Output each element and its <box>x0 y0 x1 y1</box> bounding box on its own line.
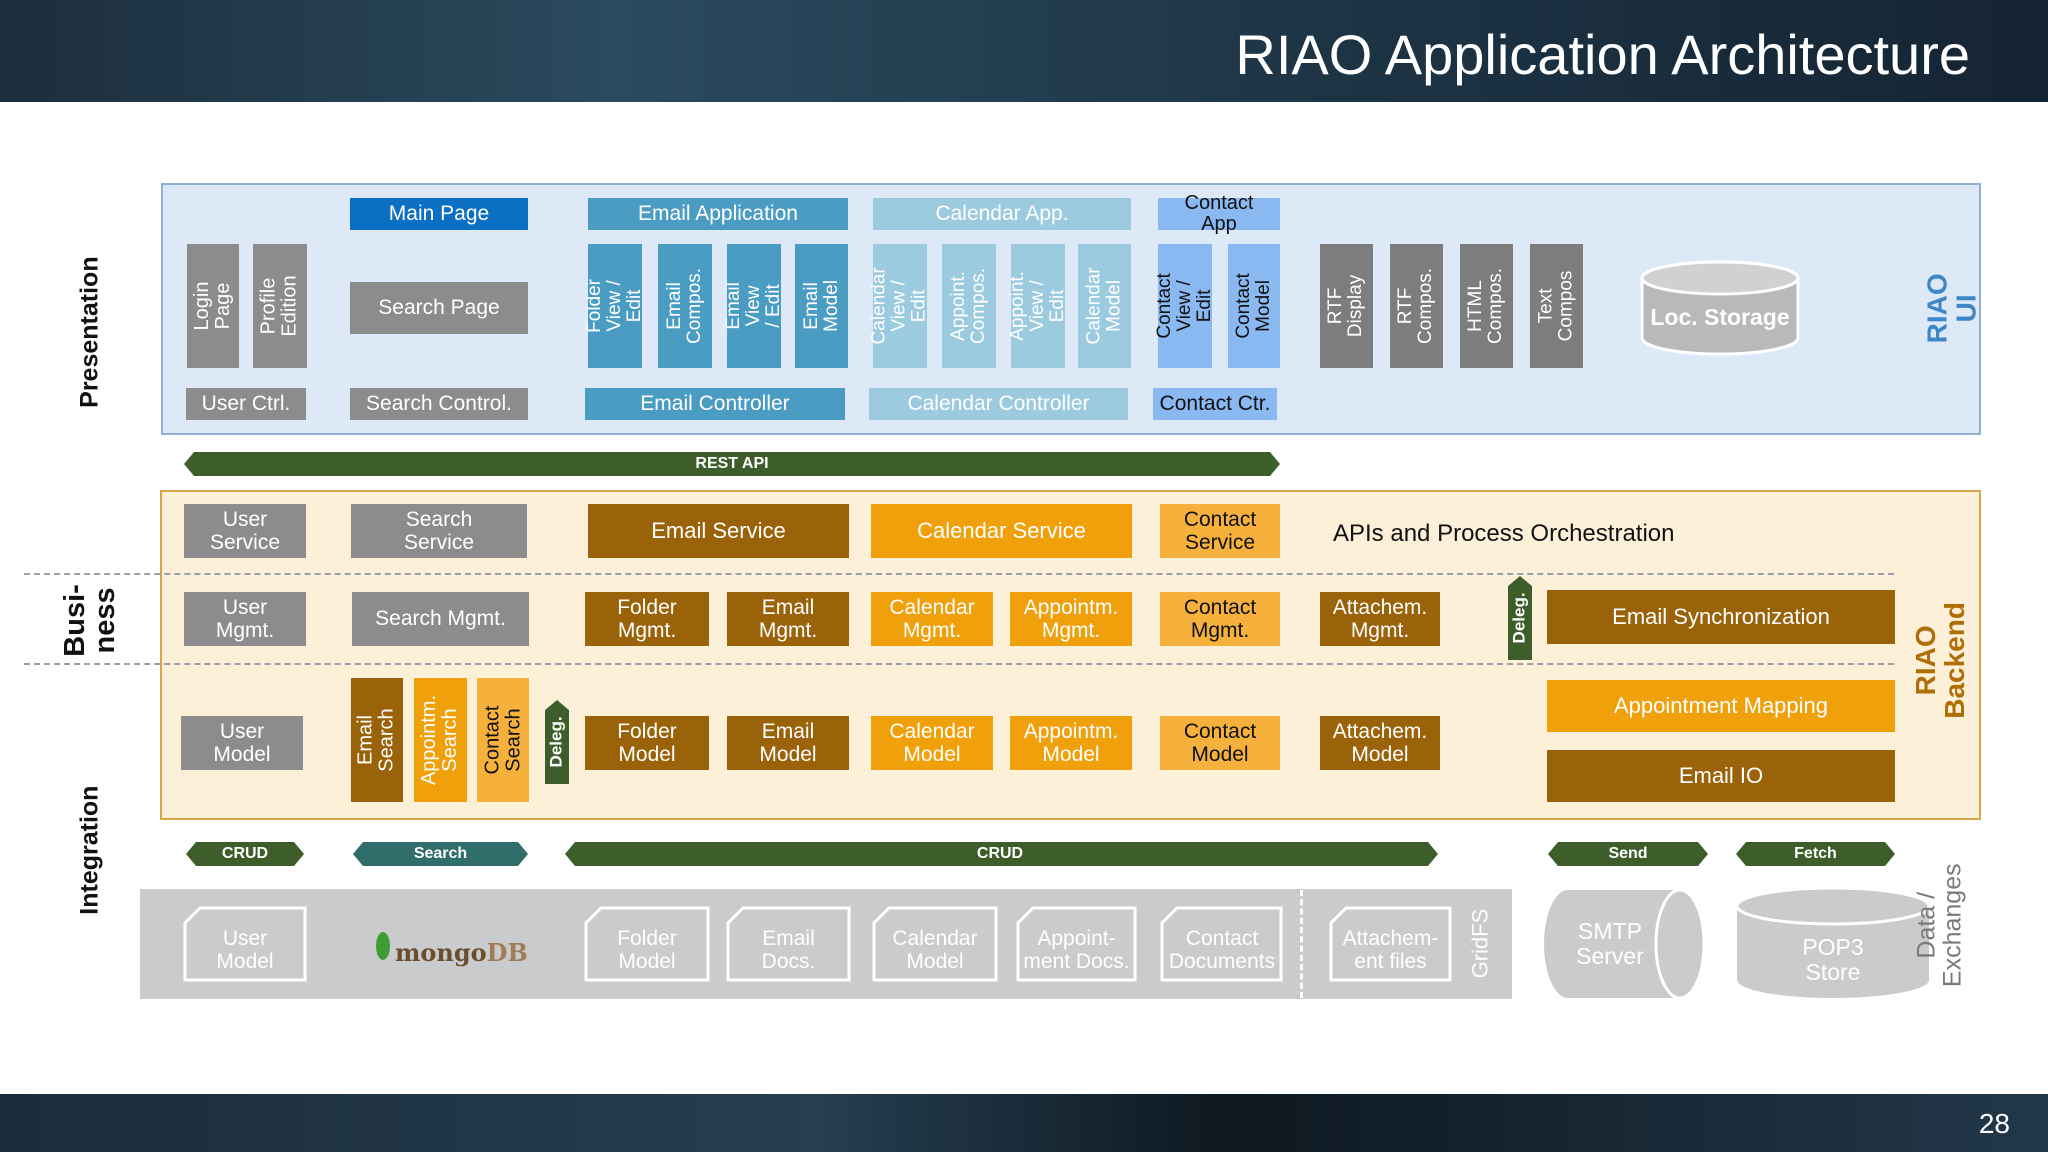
fetch-arrow <box>1736 842 1895 866</box>
appointm-search-box: Appointm. Search <box>414 678 467 802</box>
user-service-box: User Service <box>184 504 306 558</box>
loc-storage-label: Loc. Storage <box>1650 304 1790 331</box>
calendar-app-box: Calendar App. <box>873 198 1131 230</box>
rtf-display-box: RTF Display <box>1320 244 1373 368</box>
calendar-view-edit-box: Calendar View / Edit <box>869 244 930 368</box>
folder-view-edit-box: Folder View / Edit <box>584 244 645 368</box>
search-arrow <box>353 842 528 866</box>
contact-service-box: Contact Service <box>1160 504 1280 558</box>
main-page-box: Main Page <box>350 198 528 230</box>
appoint-compos-box: Appoint. Compos. <box>942 244 996 368</box>
contact-mgmt-box: Contact Mgmt. <box>1160 592 1280 646</box>
appointment-docs-label: Appoint- ment Docs. <box>1023 926 1130 973</box>
apis-orchestration-label: APIs and Process Orchestration <box>1333 520 1675 547</box>
calendar-controller-box: Calendar Controller <box>869 388 1128 420</box>
search-page-box: Search Page <box>350 282 528 334</box>
contact-model-be-box: Contact Model <box>1160 716 1280 770</box>
attachem-model-box: Attachem. Model <box>1320 716 1440 770</box>
folder-mgmt-box: Folder Mgmt. <box>585 592 709 646</box>
mongodb-logo: mongoDB <box>395 938 528 967</box>
business-bottom-divider <box>24 663 1894 665</box>
email-io-box: Email IO <box>1547 750 1895 802</box>
appoint-view-edit-box: Appoint. View / Edit <box>1007 244 1068 368</box>
email-service-box: Email Service <box>588 504 849 558</box>
folder-model-doc-label: Folder Model <box>617 926 677 973</box>
page-number: 28 <box>1978 1108 2010 1139</box>
email-search-box: Email Search <box>351 678 403 802</box>
calendar-mgmt-box: Calendar Mgmt. <box>871 592 993 646</box>
fetch-label: Fetch <box>1794 845 1837 863</box>
calendar-service-box: Calendar Service <box>871 504 1132 558</box>
email-view-edit-box: Email View / Edit <box>723 244 784 368</box>
email-application-box: Email Application <box>588 198 848 230</box>
email-docs-label: Email Docs. <box>761 926 816 973</box>
email-model-box: Email Model <box>795 244 848 368</box>
user-model-doc-label: User Model <box>216 926 274 973</box>
calendar-model-be-box: Calendar Model <box>871 716 993 770</box>
contact-app-box: Contact App <box>1158 193 1280 235</box>
contact-documents-label: Contact Documents <box>1168 926 1276 973</box>
calendar-model-box: Calendar Model <box>1078 244 1131 368</box>
attachment-files-label: Attachem- ent files <box>1342 926 1439 973</box>
rtf-compos-box: RTF Compos. <box>1390 244 1443 368</box>
gridfs-label: GridFS <box>1467 909 1493 979</box>
crud-left-arrow <box>186 842 304 866</box>
slide-title: RIAO Application Architecture <box>1235 23 1970 86</box>
text-compos-box: Text Compos <box>1530 244 1583 368</box>
email-synchronization-box: Email Synchronization <box>1547 590 1895 644</box>
attachem-mgmt-box: Attachem. Mgmt. <box>1320 592 1440 646</box>
crud-left-label: CRUD <box>221 845 269 863</box>
email-compos-box: Email Compos. <box>658 244 712 368</box>
appointm-model-box: Appointm. Model <box>1010 716 1132 770</box>
rest-api-label: REST API <box>695 455 769 473</box>
email-model-be-box: Email Model <box>727 716 849 770</box>
search-arrow-label: Search <box>413 845 468 863</box>
email-mgmt-box: Email Mgmt. <box>727 592 849 646</box>
pop3-store-label: POP3 Store <box>1802 933 1864 985</box>
send-label: Send <box>1608 845 1648 863</box>
slide-footer: 28 <box>0 1094 2048 1152</box>
appointment-mapping-box: Appointment Mapping <box>1547 680 1895 732</box>
contact-view-edit-box: Contact View / Edit <box>1154 244 1215 368</box>
send-arrow <box>1548 842 1708 866</box>
deleg-top-box: Deleg. <box>1508 576 1532 660</box>
data-exchanges-label: Data / Exchanges <box>1912 863 1968 987</box>
gridfs-divider <box>1300 890 1303 998</box>
user-ctrl-box: User Ctrl. <box>186 388 306 420</box>
html-compos-box: HTML Compos. <box>1460 244 1513 368</box>
crud-main-label: CRUD <box>976 845 1024 863</box>
appointm-mgmt-box: Appointm. Mgmt. <box>1010 592 1132 646</box>
smtp-server-label: SMTP Server <box>1576 917 1644 969</box>
contact-ctr-box: Contact Ctr. <box>1153 388 1277 420</box>
contact-model-box: Contact Model <box>1228 244 1280 368</box>
slide-header: RIAO Application Architecture <box>0 0 2048 102</box>
search-mgmt-box: Search Mgmt. <box>352 592 529 646</box>
business-top-divider <box>24 573 1894 575</box>
user-model-box: User Model <box>181 716 303 770</box>
contact-search-box: Contact Search <box>477 678 529 802</box>
calendar-model-doc-label: Calendar Model <box>892 926 978 973</box>
user-mgmt-box: User Mgmt. <box>184 592 306 646</box>
deleg-bottom-box: Deleg. <box>545 700 569 784</box>
crud-main-arrow <box>565 842 1438 866</box>
folder-model-box: Folder Model <box>585 716 709 770</box>
email-controller-box: Email Controller <box>585 388 845 420</box>
search-service-box: Search Service <box>351 504 527 558</box>
search-control-box: Search Control. <box>350 388 528 420</box>
login-page-box: Login Page <box>187 244 239 368</box>
profile-edition-box: Profile Edition <box>253 244 307 368</box>
